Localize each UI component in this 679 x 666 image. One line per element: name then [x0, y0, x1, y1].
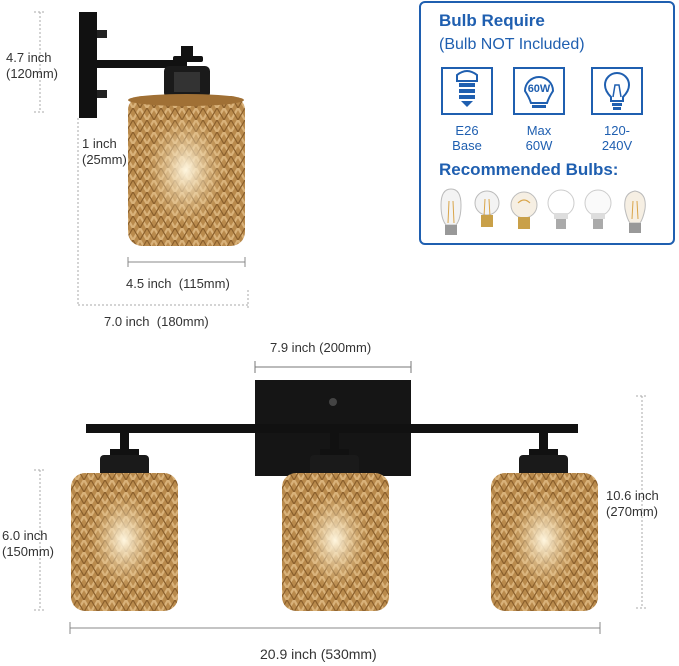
- fixture-left-shade: [71, 433, 178, 611]
- bulb-icon: [591, 67, 643, 115]
- wattage-icon-text: 60W: [528, 83, 551, 95]
- recommended-bulbs-title: Recommended Bulbs:: [439, 160, 619, 179]
- filament-g25-bulb-icon: [624, 190, 646, 233]
- sconce-depth-label: 7.0 inch (180mm): [104, 314, 209, 329]
- wattage-60w-icon: 60W: [513, 67, 565, 115]
- bulb-panel-title: Bulb Require: [439, 11, 545, 30]
- fixture-width-dimension-line: [69, 622, 601, 634]
- shade-width-label: 4.5 inch (115mm): [126, 276, 230, 291]
- sconce-height-label: 4.7 inch (120mm): [6, 50, 59, 81]
- backplate-width-label: 7.9 inch (200mm): [270, 340, 372, 355]
- led-a19-frosted-bulb-icon: [584, 189, 612, 229]
- edison-a19-bulb-icon: [474, 190, 500, 227]
- edison-st64-bulb-icon: [440, 188, 462, 235]
- fixture-height-dimension-line: [636, 395, 648, 609]
- bulb-panel-subtitle: (Bulb NOT Included): [439, 36, 585, 53]
- max-wattage-label: Max 60W: [525, 123, 553, 153]
- shade-width-dimension-line: [127, 257, 246, 267]
- voltage-label: 120- 240V: [601, 123, 633, 153]
- fixture-arm-bar: [86, 424, 578, 433]
- fixture-right-shade: [491, 433, 598, 611]
- shade-height-dimension-line: [34, 469, 46, 611]
- backplate-width-dimension-line: [254, 361, 412, 373]
- filament-globe-bulb-icon: [510, 191, 538, 229]
- fixture-center-shade: [282, 433, 389, 611]
- led-a19-bulb-icon: [547, 189, 575, 229]
- bulb-requirements-panel: Bulb Require (Bulb NOT Included) E26 Bas…: [419, 1, 675, 245]
- fixture-width-label: 20.9 inch (530mm): [260, 646, 377, 662]
- sconce-socket: [164, 46, 210, 98]
- sconce-wall-plate: [79, 12, 187, 118]
- sconce-height-dimension-line: [34, 11, 46, 113]
- recommended-bulbs-row: [440, 188, 646, 235]
- fixture-height-label: 10.6 inch (270mm): [606, 488, 659, 519]
- sconce-rattan-shade: [128, 94, 245, 246]
- e26-base-label: E26 Base: [452, 123, 482, 153]
- sconce-offset-label: 1 inch (25mm): [82, 136, 127, 167]
- shade-height-label: 6.0 inch (150mm): [2, 528, 55, 559]
- e26-base-icon: [441, 67, 493, 115]
- sconce-depth-dimension-line: [77, 118, 249, 310]
